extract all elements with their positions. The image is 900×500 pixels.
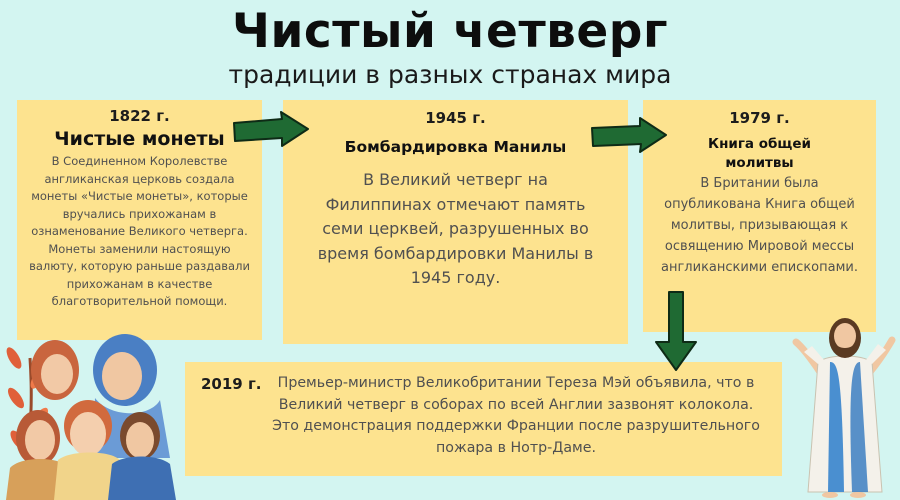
card-heading: Книга общей молитвы [708,136,811,171]
card-text: В Британии была опубликована Книга общей… [661,176,858,275]
card-text: В Великий четверг на Филиппинах отмечают… [317,170,594,287]
card-year: 1945 г. [425,109,486,127]
card-1822: 1822 г. Чистые монеты В Соединенном Коро… [17,100,262,340]
people-illustration [6,334,176,500]
arrow-right-icon [233,111,309,147]
card-heading: Чистые монеты [54,128,225,150]
card-year: 1979 г. [729,109,790,127]
card-text: Премьер-министр Великобритании Тереза Мэ… [272,375,760,456]
card-year: 1822 г. [109,107,170,125]
card-year: 2019 г. [201,375,262,393]
card-text: В Соединенном Королевстве англиканская ц… [29,154,250,308]
card-2019: 2019 г. Премьер-министр Великобритании Т… [185,362,782,476]
arrow-down-icon [655,291,697,371]
page-subtitle: традиции в разных странах мира [228,60,672,89]
card-heading: Бомбардировка Манилы [344,138,567,156]
jesus-illustration [792,318,896,498]
page-title: Чистый четверг [231,4,668,59]
arrow-right-icon [591,117,667,153]
card-1945: 1945 г. Бомбардировка Манилы В Великий ч… [283,100,628,344]
